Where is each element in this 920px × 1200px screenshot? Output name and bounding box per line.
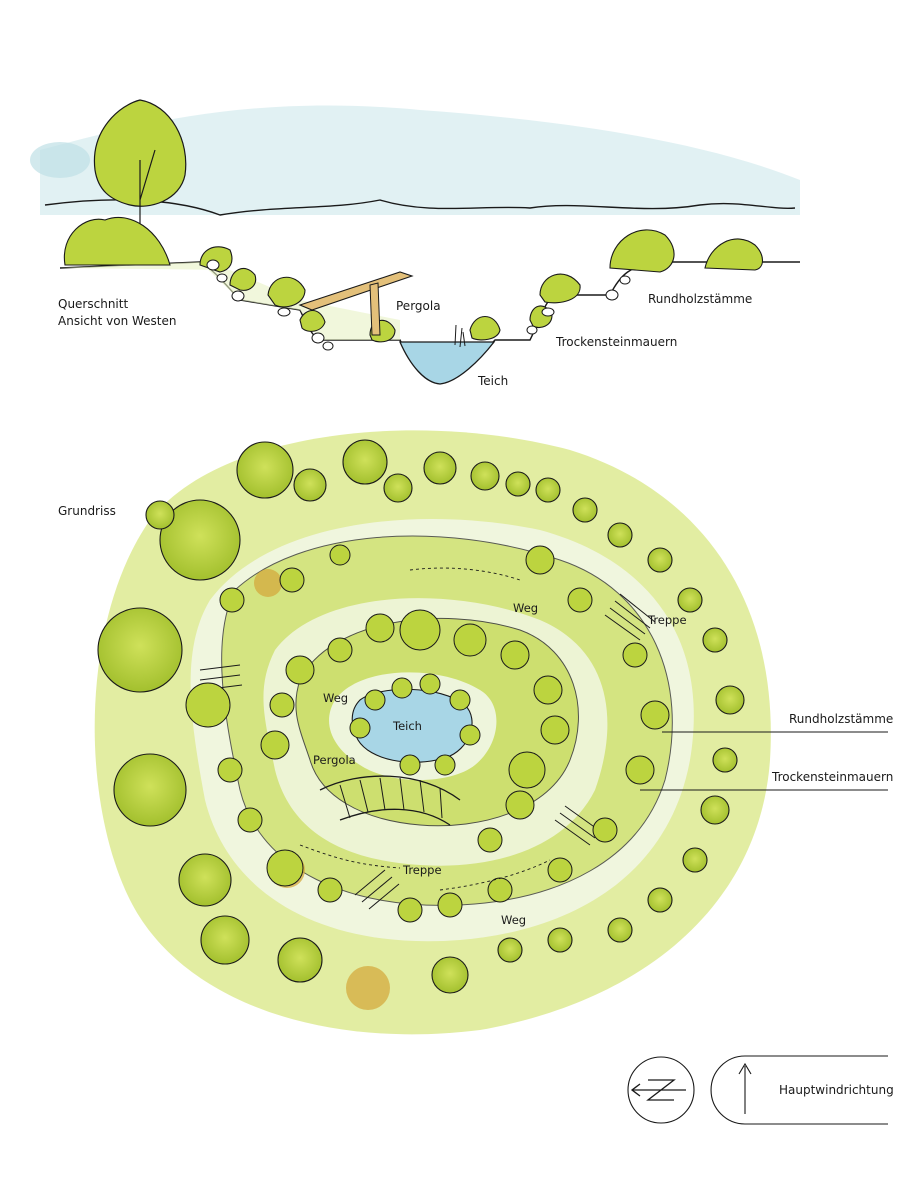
wind-direction-frame [710, 1055, 888, 1125]
plan-label-weg-bottom: Weg [501, 913, 527, 927]
north-arrow-icon [630, 1079, 686, 1101]
section-title: Querschnitt Ansicht von Westen [58, 296, 176, 330]
plan-label-trocken: Trockensteinmauern [772, 770, 894, 784]
wind-arrow-icon [738, 1062, 752, 1114]
section-label-rundholz: Rundholzstämme [648, 292, 753, 306]
plan-label-treppe-right: Treppe [648, 613, 687, 627]
plan-label-teich: Teich [393, 719, 422, 733]
section-title-line1: Querschnitt [58, 297, 129, 311]
section-label-teich: Teich [478, 374, 509, 388]
north-arrow-circle [627, 1056, 695, 1124]
plan-label-pergola: Pergola [313, 753, 356, 767]
plan-label-treppe-bottom: Treppe [403, 863, 442, 877]
section-title-line2: Ansicht von Westen [58, 314, 177, 328]
section-label-trocken: Trockensteinmauern [556, 335, 678, 349]
legend-wind-label: Hauptwindrichtung [779, 1083, 894, 1097]
cross-section [30, 99, 800, 385]
legend [627, 1055, 888, 1125]
section-label-pergola: Pergola [396, 299, 441, 313]
plan-label-weg-top: Weg [513, 601, 539, 615]
plan-label-rundholz: Rundholzstämme [789, 712, 894, 726]
plan-view [94, 430, 888, 1035]
plan-title: Grundriss [58, 504, 116, 518]
plan-label-weg-left: Weg [323, 691, 349, 705]
